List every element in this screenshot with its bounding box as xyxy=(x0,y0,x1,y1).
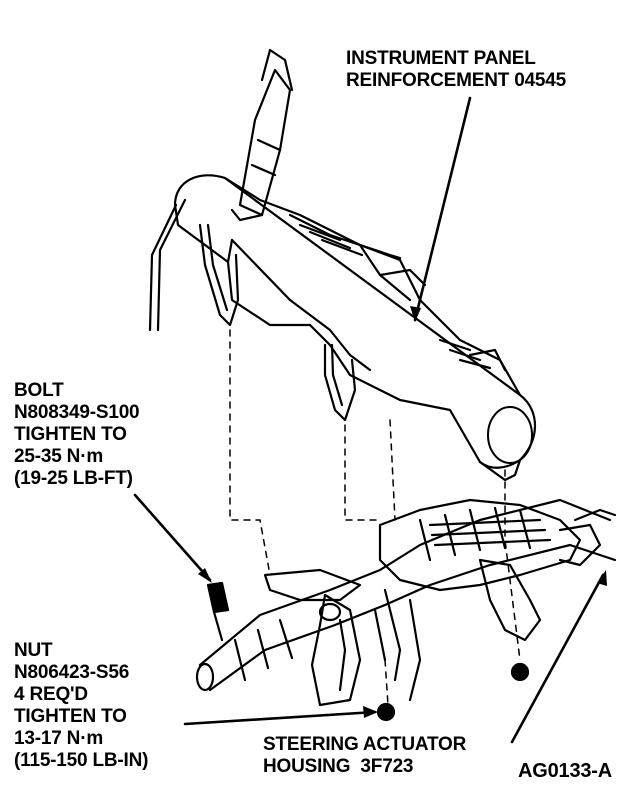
nut-callout-line-2: N806423-S56 xyxy=(14,662,130,683)
nut-callout: NUT N806423-S56 4 REQ'D TIGHTEN TO 13-17… xyxy=(14,640,148,772)
panel-callout-line-2: REINFORCEMENT 04545 xyxy=(346,70,567,91)
nut-callout-line-3: 4 REQ'D xyxy=(14,684,88,705)
actuator-callout-line-1: STEERING ACTUATOR xyxy=(263,734,467,755)
steering-column-assembly xyxy=(195,498,617,707)
nut-callout-line-1: NUT xyxy=(14,640,53,661)
bolt-part xyxy=(206,581,230,642)
bolt-callout-line-2: N808349-S100 xyxy=(14,402,140,423)
nut-leader xyxy=(183,710,377,726)
nut-callout-line-4: TIGHTEN TO xyxy=(14,706,127,727)
bolt-callout: BOLT N808349-S100 TIGHTEN TO 25-35 N·m (… xyxy=(14,380,140,490)
panel-callout: INSTRUMENT PANEL REINFORCEMENT 04545 xyxy=(346,48,566,92)
instrument-panel-reinforcement xyxy=(148,48,537,482)
actuator-callout: STEERING ACTUATOR HOUSING 3F723 xyxy=(263,734,466,778)
bolt-leader xyxy=(133,493,212,582)
actuator-callout-line-2: HOUSING 3F723 xyxy=(263,756,414,777)
nut-part xyxy=(376,662,530,722)
panel-callout-line-1: INSTRUMENT PANEL xyxy=(346,48,536,69)
bolt-callout-line-1: BOLT xyxy=(14,380,64,401)
figure-code: AG0133-A xyxy=(518,760,612,782)
bolt-callout-line-3: TIGHTEN TO xyxy=(14,424,127,445)
bolt-callout-line-5: (19-25 LB-FT) xyxy=(14,468,133,489)
panel-leader xyxy=(413,96,472,322)
actuator-leader xyxy=(510,573,605,744)
nut-callout-line-5: 13-17 N·m xyxy=(14,728,104,749)
nut-callout-line-6: (115-150 LB-IN) xyxy=(14,750,149,771)
bolt-callout-line-4: 25-35 N·m xyxy=(14,446,104,467)
